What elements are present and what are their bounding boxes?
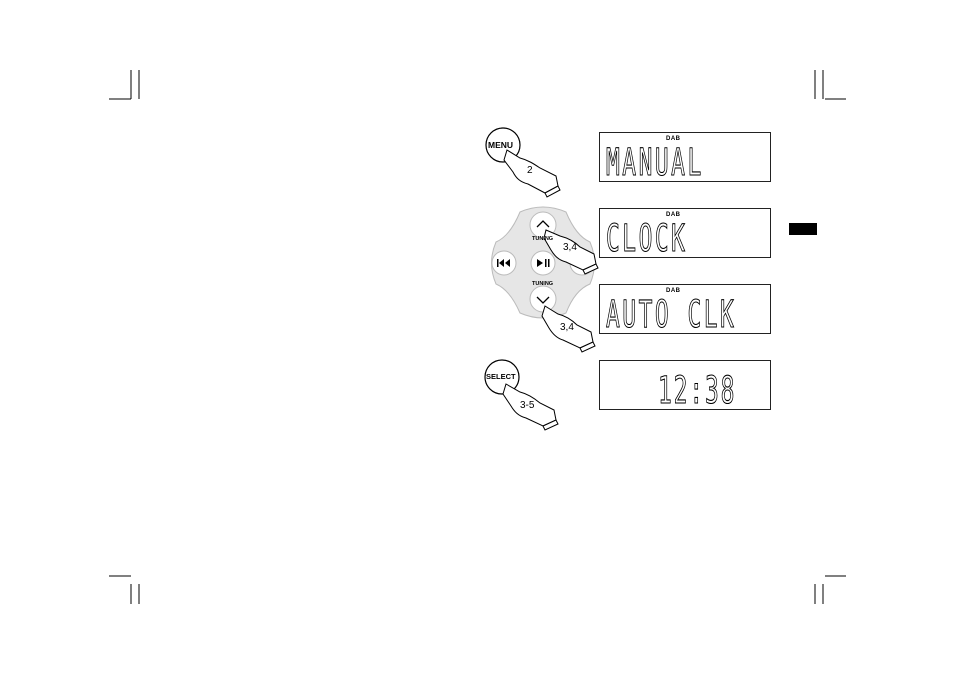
lcd-time-text: 12:38 [658,373,736,409]
lcd-text: AUTO CLK [606,297,736,333]
lcd-text: MANUAL [606,145,704,181]
step-label-select: 3-5 [520,400,534,411]
lcd-display-time: 12:38 [599,360,771,410]
select-button-label[interactable]: SELECT [486,372,516,381]
lcd-display-manual: DAB MANUAL [599,132,771,182]
lcd-text: CLOCK [606,221,687,257]
lcd-display-clock: DAB CLOCK [599,208,771,258]
lcd-display-auto-clk: DAB AUTO CLK [599,284,771,334]
section-tab-marker [789,223,817,235]
